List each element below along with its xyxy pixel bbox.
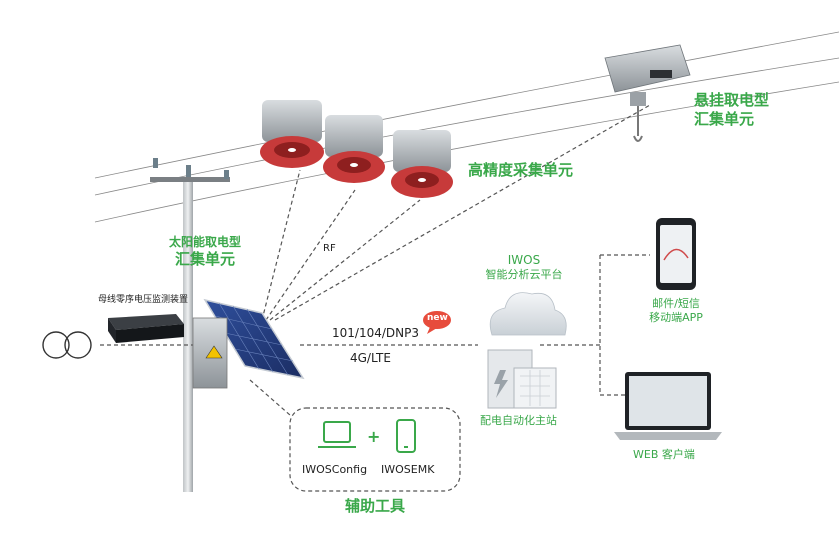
tool-config-label: IWOSConfig bbox=[302, 463, 368, 476]
suspended-unit-icon bbox=[604, 44, 691, 142]
protocol-label: 101/104/DNP3 bbox=[332, 326, 419, 340]
new-badge bbox=[423, 311, 451, 334]
tools-title: 辅助工具 bbox=[345, 497, 406, 515]
solar-panel-icon bbox=[192, 298, 305, 389]
cloud-label: IWOS 智能分析云平台 bbox=[484, 253, 564, 282]
solar-unit-label-line1: 太阳能取电型 bbox=[169, 235, 242, 249]
cloud-icon bbox=[489, 292, 567, 336]
new-badge-label: new bbox=[427, 313, 448, 323]
data-links bbox=[100, 104, 651, 416]
rf-label: RF bbox=[323, 243, 336, 254]
cloud-label-line1: IWOS bbox=[507, 253, 541, 267]
laptop-icon bbox=[318, 421, 356, 448]
master-station-label: 配电自动化主站 bbox=[480, 414, 557, 427]
tools-panel bbox=[289, 407, 461, 492]
utility-pole bbox=[150, 158, 230, 492]
mobile-app-label-line2: 移动端APP bbox=[649, 311, 703, 324]
mobile-app-label: 邮件/短信 移动端APP bbox=[636, 297, 716, 325]
monitor-device-label: 母线零序电压监测装置 bbox=[98, 295, 189, 305]
smartphone-icon bbox=[656, 218, 696, 290]
smartphone-icon bbox=[396, 419, 416, 453]
tool-emk-label: IWOSEMK bbox=[381, 463, 435, 476]
server-icon bbox=[487, 349, 557, 409]
transformer-icon bbox=[42, 331, 92, 359]
network-label: 4G/LTE bbox=[350, 351, 391, 365]
solar-unit-label-line2: 汇集单元 bbox=[175, 250, 236, 268]
sensor-icon bbox=[260, 100, 453, 198]
cloud-label-line2: 智能分析云平台 bbox=[485, 268, 563, 281]
solar-unit-label: 太阳能取电型 汇集单元 bbox=[169, 235, 241, 269]
mobile-app-label-line1: 邮件/短信 bbox=[652, 297, 700, 310]
laptop-icon bbox=[614, 372, 722, 440]
hp-unit-label: 高精度采集单元 bbox=[468, 161, 574, 179]
web-client-label: WEB 客户端 bbox=[633, 448, 695, 461]
plus-sign: + bbox=[367, 427, 381, 446]
monitor-device-icon bbox=[108, 314, 184, 343]
suspended-unit-label-line1: 悬挂取电型 bbox=[694, 91, 770, 109]
suspended-unit-label-line2: 汇集单元 bbox=[694, 110, 755, 128]
suspended-unit-label: 悬挂取电型 汇集单元 bbox=[694, 91, 769, 129]
